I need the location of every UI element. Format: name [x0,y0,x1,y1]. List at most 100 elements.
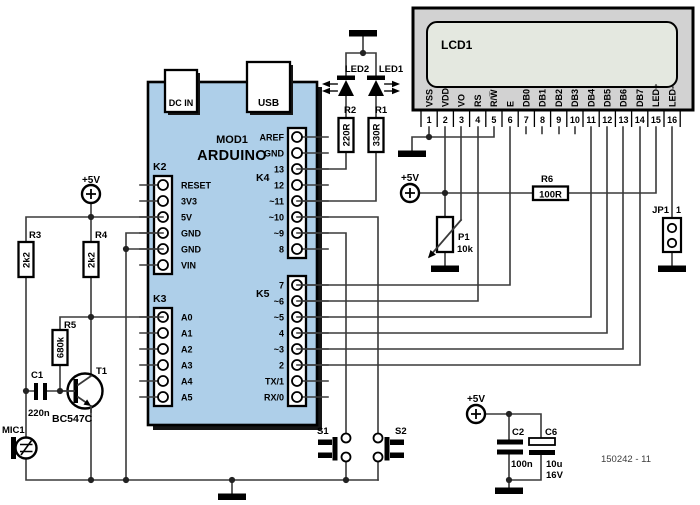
r4-ref: R4 [95,230,108,241]
component-c2 [497,439,523,455]
k4-pin-label-3: 12 [274,181,284,191]
k4-pin-label-1: GND [264,149,285,159]
k2-pin-circle-1 [157,195,169,207]
k2-pin-label-0: RESET [181,181,212,191]
lcd-pin-area: VSS1VDD2VO3RS4R/W̅5E6DB07DB18DB29DB310DB… [420,84,681,127]
net-rs [296,126,479,302]
resistor-r1 [367,116,385,154]
k5-pin-label-3: 4 [279,329,284,339]
k3-pin-label-0: A0 [181,313,193,323]
dcin-connector [163,68,199,114]
arduino-name: ARDUINO [197,148,267,164]
supply-5v-caps [465,403,487,425]
arduino-pins: RESET3V35VGNDGNDVINA0A1A2A3A4A5AREFGND13… [139,131,329,403]
net-db6 [296,126,624,350]
r1-value: 330R [372,124,383,147]
lcd-pin-name-13: DB6 [619,89,629,107]
lcd-pin-name-16: LED- [667,86,677,107]
r3-value: 2k2 [22,252,33,268]
dcin-label: DC IN [169,98,194,108]
board-ref-number: 150242 - 11 [601,454,651,465]
c1-plate-left [34,383,38,400]
header-k5-label: K5 [256,288,270,300]
r3-ref: R3 [29,230,41,241]
led1-light-arrows [384,83,394,92]
k2-pin-label-1: 3V3 [181,197,197,207]
lcd-pin-name-12: DB5 [603,89,613,107]
lcd-screen [426,21,678,88]
resistor-r6 [531,185,570,202]
k3-pin-circle-3 [157,359,169,371]
k3-pin-circle-2 [157,343,169,355]
ground-symbols [218,30,686,500]
s1-ref: S1 [317,426,329,437]
r5-ref: R5 [64,320,77,331]
plus5v-label-caps: +5V [467,394,485,405]
supply-5v-left [80,183,102,205]
arduino-ref: MOD1 [216,134,248,146]
lcd-pin-name-1: VSS [424,89,434,107]
component-c6 [528,437,556,455]
k5-pin-circle-7 [291,391,303,403]
net-db-stubs [525,126,576,135]
k4-pin-label-0: AREF [260,133,285,143]
led2-triangle [338,80,354,96]
header-k4-label: K4 [256,172,270,184]
net-gnd-rail [25,232,379,495]
k4-pin-label-4: ~11 [269,197,284,207]
t1-ref: T1 [96,366,108,377]
resistor-r5 [51,328,69,367]
c1-plate-right [43,383,47,400]
led1-arrowhead-1 [392,80,400,88]
net-5v-caps [484,413,542,489]
c1-value: 220n [28,408,50,419]
lcd-pin-name-3: VO [457,94,467,107]
c2-value: 100n [511,459,533,470]
lcd-pin-number-7: 7 [524,115,529,125]
s1-bar-bottom [318,452,332,458]
lcd-pin-name-15: LED+ [651,84,661,107]
jp1-pin-2 [666,237,678,249]
resistor-r3 [17,240,35,279]
t1-value: BC547C [52,413,93,425]
k4-pin-circle-3 [291,179,303,191]
k3-pin-label-1: A1 [181,329,193,339]
component-s2 [372,432,404,463]
lcd-pin-number-10: 10 [570,115,580,125]
gnd-leds [349,30,377,37]
s1-bar-top [318,439,332,445]
usb-connector [245,60,292,114]
k2-pin-circle-5 [157,259,169,271]
c1-ref: C1 [31,370,44,381]
component-t1 [59,372,104,413]
led2-light-arrows [328,83,338,92]
header-k5-box [286,274,308,408]
component-s1 [318,432,352,463]
k4-pin-label-6: ~9 [274,229,284,239]
component-led2 [322,75,355,96]
p1-wiper [428,218,463,258]
gnd-caps [495,487,523,494]
k5-pin-label-4: ~3 [274,345,284,355]
s1-contact-bottom [340,451,352,463]
lcd-pin-number-15: 15 [651,115,661,125]
r4-value: 2k2 [87,252,98,268]
plus-sign [86,189,96,199]
s2-bar-top [390,439,404,445]
lcd-pin-number-2: 2 [443,115,448,125]
s1-contact-top [340,432,352,444]
r6-ref: R6 [541,174,553,185]
jp1-pin-1 [666,222,678,234]
k3-pin-label-2: A2 [181,345,193,355]
arduino-module: DC IN USB MOD1 ARDUINO K2 K3 K4 K5 RESET… [139,60,329,430]
component-c1 [34,383,47,400]
led1-triangle [368,80,384,96]
net-pin10-s2 [296,216,379,435]
header-k4-box [286,126,308,260]
r5-value: 680k [56,336,67,358]
led2-ref: LED2 [345,64,369,75]
lcd-pin-number-3: 3 [459,115,464,125]
net-r1-pin11 [296,151,377,202]
header-k3-label: K3 [153,293,167,305]
